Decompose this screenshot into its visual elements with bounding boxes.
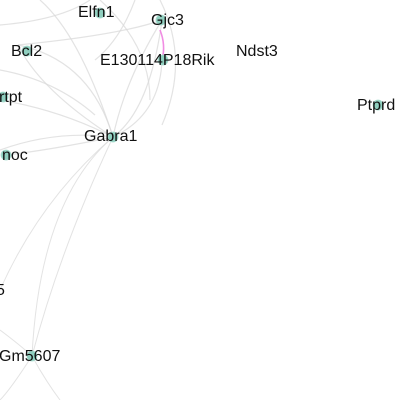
edge	[112, 59, 163, 138]
node-label-ndst3: Ndst3	[236, 43, 278, 60]
edge	[5, 136, 114, 156]
node-noc[interactable]	[0, 149, 12, 161]
edge	[0, 136, 114, 291]
edge	[31, 136, 114, 357]
node-label-e130114p18rik: E130114P18Rik	[100, 52, 215, 69]
edge	[0, 134, 114, 151]
node-label-ptprd: Ptprd	[357, 97, 395, 114]
edge	[31, 136, 114, 357]
node-label-rtpt: rtpt	[0, 89, 23, 106]
node-label-partial5: 5	[0, 282, 5, 299]
edge	[0, 0, 91, 26]
node-label-bcl2: Bcl2	[11, 43, 42, 60]
edge	[112, 19, 163, 138]
node-rtpt[interactable]	[0, 91, 9, 103]
node-ptprd[interactable]	[372, 99, 384, 111]
edges-layer	[0, 0, 177, 400]
edge	[17, 44, 114, 138]
edge	[0, 99, 114, 138]
edge	[17, 19, 163, 46]
node-gabra1[interactable]	[107, 131, 119, 143]
nodes-layer	[0, 7, 384, 362]
node-label-gabra1: Gabra1	[84, 128, 137, 145]
node-e130114p18rik[interactable]	[157, 54, 169, 66]
edge	[39, 0, 114, 138]
node-label-gjc3: Gjc3	[151, 12, 184, 29]
node-gm5607[interactable]	[26, 350, 38, 362]
node-label-gm5607: Gm5607	[0, 348, 60, 365]
node-label-noc: noc	[2, 147, 28, 164]
labels-layer: Elfn1 Gjc3 Bcl2 E130114P18Rik Ndst3 Ptpr…	[0, 4, 395, 365]
edge	[0, 69, 96, 116]
node-bcl2[interactable]	[21, 45, 33, 57]
node-gjc3[interactable]	[155, 14, 167, 26]
edge	[0, 355, 33, 400]
edge	[159, 0, 177, 126]
node-elfn1[interactable]	[94, 7, 106, 19]
node-label-elfn1: Elfn1	[78, 4, 115, 21]
edge	[94, 0, 136, 61]
edge	[112, 19, 163, 138]
edge	[99, 0, 151, 101]
